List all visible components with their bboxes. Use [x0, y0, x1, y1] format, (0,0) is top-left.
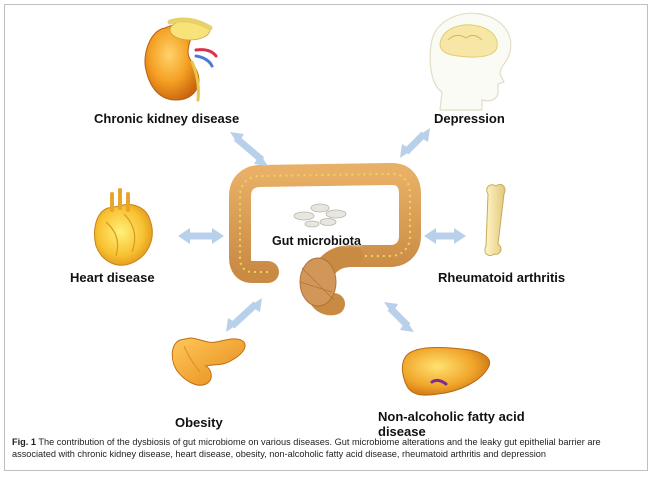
ckd-label: Chronic kidney disease	[94, 111, 239, 126]
bone-icon	[485, 184, 505, 255]
arrow-ra	[424, 228, 466, 244]
arrow-obesity	[226, 298, 262, 332]
brain-icon	[430, 13, 511, 110]
heart-disease-label: Heart disease	[70, 270, 155, 285]
figure-number: Fig. 1	[12, 437, 36, 447]
nafld-label: Non-alcoholic fatty acid disease	[378, 409, 528, 439]
arrow-depression	[400, 128, 430, 158]
kidney-icon	[145, 20, 216, 100]
arrow-ckd	[230, 132, 268, 166]
bacteria-icon	[294, 204, 346, 227]
depression-label: Depression	[434, 111, 505, 126]
liver-icon	[402, 348, 489, 396]
rheumatoid-arthritis-label: Rheumatoid arthritis	[438, 270, 565, 285]
arrow-nafld	[384, 302, 414, 332]
arrow-heart	[178, 228, 224, 244]
gut-microbiota-label: Gut microbiota	[272, 234, 361, 248]
pancreas-icon	[172, 338, 245, 385]
heart-icon	[95, 190, 153, 265]
caption-text: The contribution of the dysbiosis of gut…	[12, 437, 601, 459]
obesity-label: Obesity	[175, 415, 223, 430]
figure-caption: Fig. 1 The contribution of the dysbiosis…	[12, 436, 642, 460]
